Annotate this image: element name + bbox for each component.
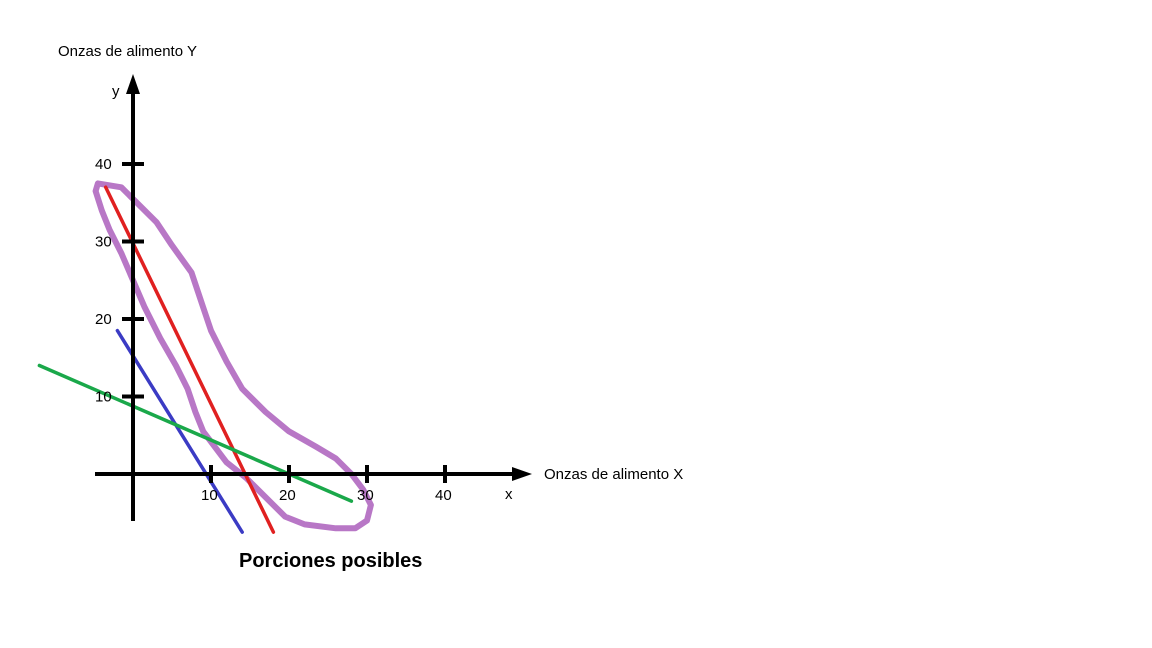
series-line-1 <box>103 185 276 534</box>
ticks: 10 20 30 40 10 20 30 40 <box>95 156 452 504</box>
x-tick-label-10: 10 <box>201 487 218 504</box>
y-axis-letter: y <box>112 83 120 100</box>
x-axis-letter: x <box>505 486 513 503</box>
series-line-3 <box>37 363 354 503</box>
x-tick-label-30: 30 <box>357 487 374 504</box>
y-tick-label-20: 20 <box>95 311 112 328</box>
highlight-layer <box>92 180 374 532</box>
y-tick-label-40: 40 <box>95 156 112 173</box>
x-tick-label-20: 20 <box>279 487 296 504</box>
chart-caption: Porciones posibles <box>239 550 422 572</box>
series-line-2 <box>115 328 244 534</box>
series-layer <box>37 185 354 534</box>
y-tick-label-30: 30 <box>95 234 112 251</box>
highlight-loop <box>92 180 374 532</box>
y-axis-title: Onzas de alimento Y <box>58 43 197 60</box>
y-tick-label-10: 10 <box>95 389 112 406</box>
x-tick-label-40: 40 <box>435 487 452 504</box>
y-axis-arrow <box>126 74 140 94</box>
x-axis-arrow <box>512 467 532 481</box>
x-axis-title: Onzas de alimento X <box>544 466 683 483</box>
